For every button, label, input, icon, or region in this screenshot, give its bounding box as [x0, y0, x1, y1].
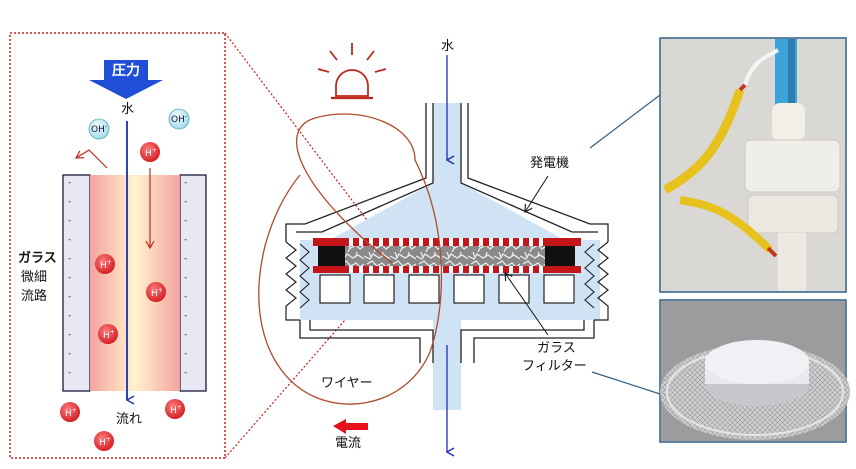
wire-loop	[258, 113, 443, 405]
water-label-left: 水	[121, 102, 134, 117]
svg-text:H+: H+	[65, 407, 77, 419]
generator-label: 発電機	[530, 156, 569, 171]
photo-connector-bottom	[591, 371, 661, 395]
glass-filter-disc	[345, 246, 545, 266]
housing-top-right	[467, 103, 609, 242]
thread-left-inner	[299, 243, 310, 309]
housing-top-inner	[296, 103, 434, 233]
svg-text:H+: H+	[99, 436, 111, 448]
svg-text:-: -	[184, 216, 187, 226]
wire-label: ワイヤー	[321, 376, 373, 391]
channel-wall-right	[179, 174, 207, 392]
svg-text:-: -	[184, 349, 187, 359]
glass-filter-photo	[659, 299, 850, 443]
device-photo	[659, 37, 847, 293]
oh-ion: OH-	[168, 108, 190, 130]
svg-text:-: -	[68, 292, 71, 302]
svg-text:H+: H+	[145, 147, 157, 159]
pressure-arrow-icon	[89, 60, 163, 99]
micro-channel	[90, 175, 180, 391]
flow-label: 流れ	[116, 412, 142, 427]
svg-text:-: -	[68, 197, 71, 207]
water-in-label: 水	[441, 39, 454, 54]
glass-channel-label-1: ガラス	[18, 251, 57, 266]
oh-ion: OH-	[88, 118, 110, 140]
h-ion: H+	[140, 142, 160, 162]
svg-text:-: -	[184, 292, 187, 302]
svg-text:-: -	[68, 368, 71, 378]
svg-text:H+: H+	[100, 259, 112, 271]
svg-text:-: -	[184, 235, 187, 245]
h-ion: H+	[165, 399, 185, 419]
svg-text:-: -	[184, 330, 187, 340]
svg-text:-: -	[68, 311, 71, 321]
svg-text:-: -	[68, 235, 71, 245]
filter-device: 水 発電機 ガラス フィルター ワイヤー 電流	[258, 39, 609, 452]
svg-text:-: -	[68, 330, 71, 340]
electrode-gaps	[349, 238, 543, 273]
filter-leader	[504, 272, 549, 336]
svg-text:-: -	[184, 273, 187, 283]
h-ion: H+	[60, 402, 80, 422]
housing-top-right-inner	[460, 103, 598, 233]
photo-connector-top	[589, 94, 661, 149]
current-arrow-icon	[333, 419, 368, 434]
wall-charge-marks-left: - - - - - - - - - - -	[68, 178, 71, 378]
wall-charge-marks-right: - - - - - - - - - - -	[184, 178, 187, 378]
zoom-panel: 圧力 水 - - - - - - - - - - - - - - - - - - - - - - ガラス 微細 流路 流…	[9, 32, 226, 459]
pressure-label: 圧力	[112, 62, 140, 79]
ion-path-arrow-1	[74, 149, 108, 169]
current-label: 電流	[335, 436, 361, 451]
h-ion: H+	[95, 254, 115, 274]
svg-text:OH-: OH-	[171, 113, 187, 125]
glass-channel-label-3: 流路	[21, 288, 47, 304]
svg-text:H+: H+	[103, 329, 115, 341]
filter-seal-right	[545, 246, 575, 266]
svg-text:-: -	[184, 178, 187, 188]
h-ion: H+	[146, 282, 166, 302]
svg-text:-: -	[68, 273, 71, 283]
h-ion: H+	[98, 324, 118, 344]
filter-electrode-top	[313, 238, 581, 246]
svg-text:-: -	[184, 368, 187, 378]
generator-leader	[524, 175, 549, 213]
housing-bottom	[299, 320, 595, 363]
svg-text:-: -	[184, 197, 187, 207]
housing-bottom-inner	[309, 320, 585, 363]
svg-text:-: -	[184, 311, 187, 321]
lamp-icon	[317, 43, 387, 100]
svg-text:H+: H+	[151, 287, 163, 299]
support-blocks	[319, 274, 575, 304]
filter-label-1: ガラス	[537, 341, 576, 356]
svg-text:-: -	[68, 216, 71, 226]
svg-text:-: -	[68, 254, 71, 264]
thread-right	[594, 241, 609, 321]
glass-channel-label-2: 微細	[21, 270, 47, 285]
filter-seal-left	[318, 246, 345, 266]
filter-label-2: フィルター	[522, 359, 587, 374]
filter-electrode-bottom	[313, 266, 581, 273]
water-cone	[324, 183, 570, 243]
thread-right-inner	[584, 243, 595, 309]
svg-text:H+: H+	[170, 404, 182, 416]
svg-text:OH-: OH-	[91, 123, 107, 135]
svg-text:-: -	[184, 254, 187, 264]
housing-top	[285, 103, 427, 242]
svg-text:-: -	[68, 349, 71, 359]
h-ion: H+	[94, 431, 114, 451]
svg-text:-: -	[68, 178, 71, 188]
thread-left	[285, 241, 300, 321]
